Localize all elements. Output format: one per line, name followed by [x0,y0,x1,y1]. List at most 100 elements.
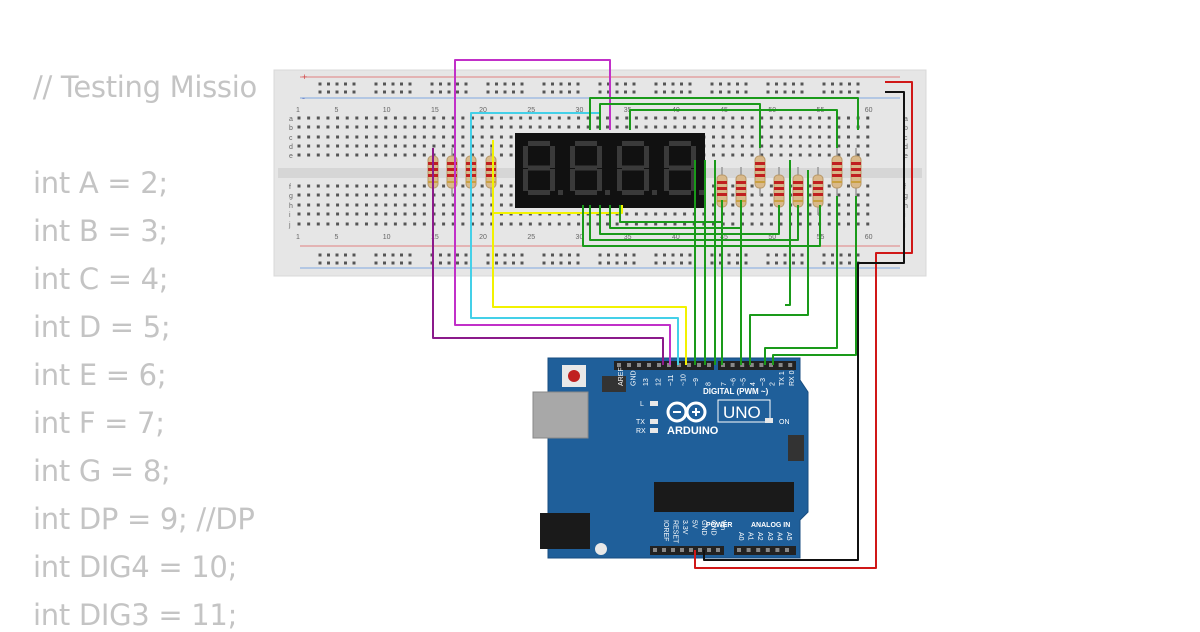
rail-hole[interactable] [688,90,692,94]
breadboard-hole[interactable] [731,184,735,188]
breadboard-hole[interactable] [451,116,455,120]
breadboard-hole[interactable] [712,144,716,148]
breadboard-hole[interactable] [355,125,359,129]
rail-hole[interactable] [383,90,386,94]
rail-hole[interactable] [400,261,403,265]
rail-hole[interactable] [503,253,507,257]
breadboard-hole[interactable] [403,125,407,129]
breadboard-hole[interactable] [769,222,773,226]
rail-hole[interactable] [439,253,442,257]
rail-hole[interactable] [607,90,610,94]
resistor[interactable] [485,155,497,189]
breadboard-hole[interactable] [374,144,378,148]
breadboard-hole[interactable] [393,125,397,129]
header-pin[interactable] [746,548,751,552]
breadboard-hole[interactable] [702,212,706,216]
rail-hole[interactable] [831,90,834,94]
breadboard-hole[interactable] [451,153,455,157]
rail-hole[interactable] [520,82,524,86]
breadboard-hole[interactable] [731,144,735,148]
breadboard-hole[interactable] [721,212,725,216]
breadboard-hole[interactable] [721,222,725,226]
breadboard-hole[interactable] [750,184,754,188]
wire-green-3[interactable] [629,109,838,148]
breadboard-hole[interactable] [827,193,831,197]
breadboard-hole[interactable] [326,212,330,216]
breadboard-hole[interactable] [846,125,850,129]
breadboard-hole[interactable] [316,144,320,148]
rail-hole[interactable] [318,82,322,86]
header-pin[interactable] [785,548,789,552]
breadboard-hole[interactable] [461,144,465,148]
rail-hole[interactable] [766,261,770,265]
breadboard-hole[interactable] [374,184,378,188]
breadboard-hole[interactable] [413,135,417,139]
breadboard-hole[interactable] [750,153,754,157]
breadboard-hole[interactable] [712,153,716,157]
breadboard-hole[interactable] [663,116,667,120]
rail-hole[interactable] [783,90,787,94]
rail-hole[interactable] [848,82,851,86]
header-pin[interactable] [698,548,702,552]
breadboard-hole[interactable] [827,125,831,129]
breadboard-hole[interactable] [461,135,465,139]
breadboard-hole[interactable] [384,184,388,188]
rail-hole[interactable] [439,261,442,265]
breadboard-hole[interactable] [856,203,860,207]
breadboard-hole[interactable] [808,125,812,129]
breadboard-hole[interactable] [837,203,841,207]
breadboard-hole[interactable] [818,116,822,120]
breadboard-hole[interactable] [509,135,513,139]
breadboard-hole[interactable] [663,222,667,226]
breadboard-hole[interactable] [596,116,600,120]
breadboard-hole[interactable] [866,144,870,148]
breadboard-hole[interactable] [336,125,340,129]
breadboard-hole[interactable] [837,144,841,148]
breadboard-hole[interactable] [442,193,446,197]
breadboard-hole[interactable] [577,222,581,226]
breadboard-hole[interactable] [615,125,619,129]
header-pin[interactable] [788,363,793,367]
breadboard-hole[interactable] [307,116,311,120]
rail-hole[interactable] [408,261,412,265]
breadboard-hole[interactable] [557,222,561,226]
breadboard-hole[interactable] [413,203,417,207]
breadboard-hole[interactable] [856,193,860,197]
rail-hole[interactable] [400,90,403,94]
breadboard-hole[interactable] [712,135,716,139]
breadboard-hole[interactable] [490,203,494,207]
header-pin[interactable] [730,363,735,367]
rail-hole[interactable] [736,253,739,257]
breadboard-hole[interactable] [364,125,368,129]
breadboard-hole[interactable] [499,153,503,157]
wire-green-17[interactable] [772,196,857,365]
breadboard-hole[interactable] [355,135,359,139]
breadboard-hole[interactable] [374,125,378,129]
breadboard-hole[interactable] [403,135,407,139]
rail-hole[interactable] [335,261,339,265]
rail-hole[interactable] [632,261,636,265]
breadboard-hole[interactable] [750,222,754,226]
rail-hole[interactable] [624,261,627,265]
breadboard-hole[interactable] [307,125,311,129]
breadboard-hole[interactable] [490,125,494,129]
breadboard-hole[interactable] [798,135,802,139]
breadboard-hole[interactable] [769,144,773,148]
breadboard-hole[interactable] [432,116,436,120]
rail-hole[interactable] [486,261,490,265]
breadboard-hole[interactable] [538,125,542,129]
breadboard-hole[interactable] [789,153,793,157]
rail-hole[interactable] [598,261,602,265]
rail-hole[interactable] [719,261,722,265]
rail-hole[interactable] [439,82,442,86]
breadboard-hole[interactable] [663,212,667,216]
breadboard-hole[interactable] [364,222,368,226]
wire-yellow-top[interactable] [492,140,623,214]
breadboard-hole[interactable] [856,222,860,226]
breadboard-hole[interactable] [451,193,455,197]
breadboard-hole[interactable] [316,203,320,207]
breadboard-hole[interactable] [605,222,609,226]
rail-hole[interactable] [744,261,748,265]
rail-hole[interactable] [688,253,692,257]
wire-black-gnd[interactable] [703,91,905,561]
